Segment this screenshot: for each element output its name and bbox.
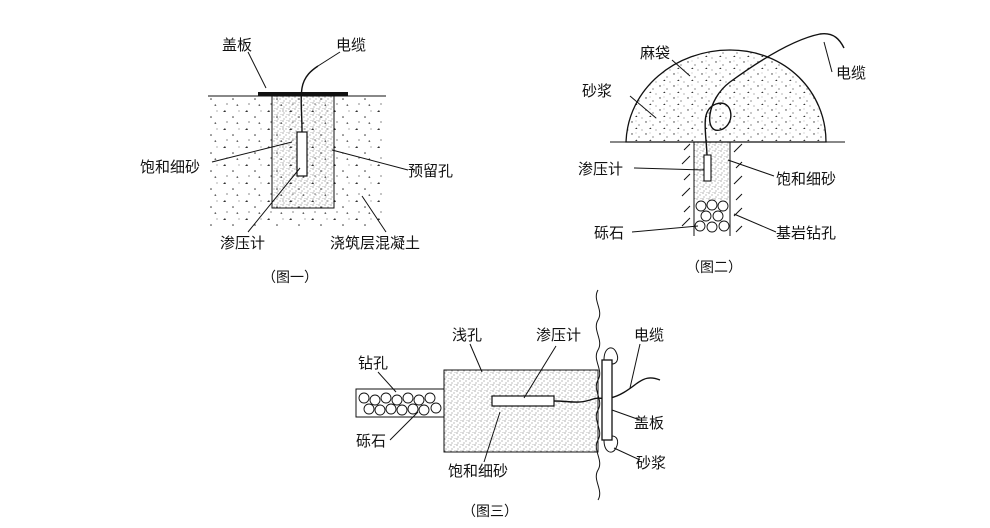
fig1-leader-concrete [361,195,387,233]
fig2-cable-line [704,33,845,156]
fig3-leader-drill-hole [377,371,397,393]
fig3-mortar-top [603,347,619,365]
fig1-label-cable: 电缆 [336,36,366,54]
fig3-label-shallow-hole: 浅孔 [452,326,482,344]
fig1-leader-hole [331,149,409,171]
fig1-leader-sand [211,141,293,163]
fig2-leader-sandbag [671,59,691,77]
fig3-cover-plate [601,359,613,441]
fig1-label-concrete-layer: 浇筑层混凝土 [330,234,420,252]
fig2-leader-piezometer [633,167,705,171]
fig3-leader-sand [483,411,501,463]
fig3-leader-piezometer [523,345,557,399]
fig2-leader-bedrock [733,213,777,233]
fig1-leader-piezometer [247,167,301,233]
fig1-label-reserved-hole: 预留孔 [408,162,453,180]
fig3-piezometer [491,395,555,407]
fig2-label-sandbag: 麻袋 [640,44,670,62]
fig2-sandbag-dome [625,49,827,143]
figure-2: 麻袋 电缆 砂浆 渗压计 饱和细砂 砾石 基岩钻孔 （图二） [578,33,866,276]
fig2-leader-sand [727,159,775,177]
fig2-piezometer [703,154,712,182]
fig1-caption: （图一） [262,270,318,286]
fig2-borehole-sand [694,142,730,200]
fig3-leader-cover-plate [611,409,641,421]
fig1-label-piezometer: 渗压计 [220,234,265,252]
fig3-label-saturated-sand: 饱和细砂 [448,462,508,480]
fig2-label-saturated-sand: 饱和细砂 [776,170,836,188]
fig1-leader-cable [317,51,341,67]
fig3-label-drill-hole: 钻孔 [358,354,388,372]
fig3-label-piezometer: 渗压计 [536,326,581,344]
fig3-leader-cable [629,343,641,389]
fig3-leader-gravel [389,411,419,441]
fig2-leader-mortar [629,95,657,119]
fig3-label-gravel: 砾石 [356,432,386,450]
fig1-cable-line [300,65,319,133]
fig2-gravel [694,199,730,233]
fig2-caption: （图二） [686,260,742,276]
fig3-label-cable: 电缆 [634,326,664,344]
fig1-label-saturated-sand: 饱和细砂 [140,158,200,176]
fig3-shallow-hole [443,369,599,453]
fig2-label-mortar: 砂浆 [582,82,612,100]
figure-1: 盖板 电缆 饱和细砂 预留孔 渗压计 浇筑层混凝土 （图一） [140,36,453,286]
fig3-label-mortar: 砂浆 [636,454,666,472]
fig2-leader-cable [823,41,833,73]
fig3-gravel [358,392,442,416]
fig3-caption: （图三） [462,504,518,520]
fig3-mortar-bottom [603,435,619,453]
fig3-leader-shallow-hole [469,343,483,373]
fig3-leader-mortar [613,447,641,461]
fig2-label-piezometer: 渗压计 [578,160,623,178]
fig2-leader-gravel [631,225,699,233]
fig1-cover-plate [258,92,348,96]
fig1-label-cover-plate: 盖板 [222,36,252,54]
fig3-label-cover-plate: 盖板 [634,414,664,432]
fig2-label-gravel: 砾石 [594,224,624,242]
figure-3: 浅孔 渗压计 电缆 钻孔 盖板 砾石 砂浆 饱和细砂 （图三） [355,289,666,520]
fig2-label-cable: 电缆 [836,64,866,82]
fig2-borehole-walls [693,142,731,236]
fig1-leader-cover [247,51,267,89]
fig2-label-bedrock-hole: 基岩钻孔 [776,224,836,242]
fig2-rock-hatch [681,143,743,233]
